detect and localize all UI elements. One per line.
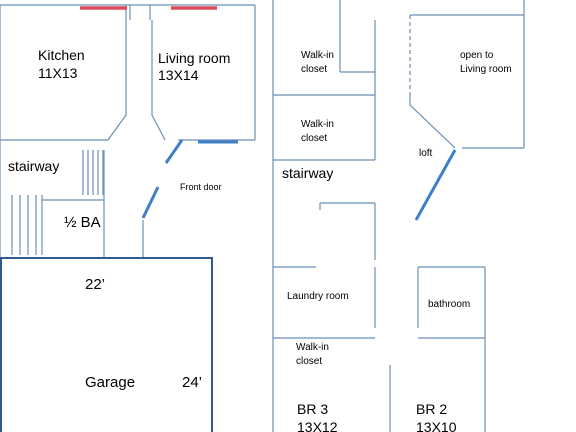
- second-floor-walls: [272, 0, 525, 432]
- living-room-label: Living room: [158, 50, 230, 66]
- walkin-closet-2-label: Walk-in: [301, 119, 334, 130]
- open-to-label-2: Living room: [460, 64, 512, 75]
- doors: [141, 139, 238, 219]
- walkin-closet-3-label-2: closet: [296, 356, 322, 367]
- walkin-closet-1-label: Walk-in: [301, 50, 334, 61]
- walkin-closet-2-label-2: closet: [301, 133, 327, 144]
- stairway-right-label: stairway: [282, 165, 333, 181]
- living-room-size: 13X14: [158, 67, 199, 83]
- front-door-leaf: [141, 186, 160, 219]
- br2-label: BR 2: [416, 401, 447, 417]
- garage-width-label: 22’: [85, 276, 105, 293]
- br3-size: 13X12: [297, 419, 338, 432]
- garage-outline: [0, 257, 213, 432]
- br2-size: 13X10: [416, 419, 457, 432]
- loft-label: loft: [419, 148, 433, 159]
- kitchen-size: 11X13: [38, 65, 78, 81]
- walkin-closet-1-label-2: closet: [301, 64, 327, 75]
- garage-label: Garage: [85, 374, 135, 391]
- br3-label: BR 3: [297, 401, 328, 417]
- laundry-room-label: Laundry room: [287, 291, 349, 302]
- garage-depth-label: 24’: [182, 374, 202, 391]
- kitchen-label: Kitchen: [38, 47, 85, 63]
- open-to-label-1: open to: [460, 50, 494, 61]
- second-floor-labels: Walk-in closet Walk-in closet stairway L…: [282, 50, 512, 432]
- first-floor-labels: Kitchen 11X13 Living room 13X14 stairway…: [8, 47, 230, 391]
- living-room-swing-door: [164, 139, 184, 164]
- walkin-closet-3-label: Walk-in: [296, 342, 329, 353]
- half-bath-label: ½ BA: [64, 214, 101, 231]
- first-floor-walls: [0, 4, 256, 260]
- stairway-left-label: stairway: [8, 158, 59, 174]
- bathroom-label: bathroom: [428, 299, 470, 310]
- front-door-label: Front door: [180, 182, 222, 192]
- loft-door: [414, 149, 457, 221]
